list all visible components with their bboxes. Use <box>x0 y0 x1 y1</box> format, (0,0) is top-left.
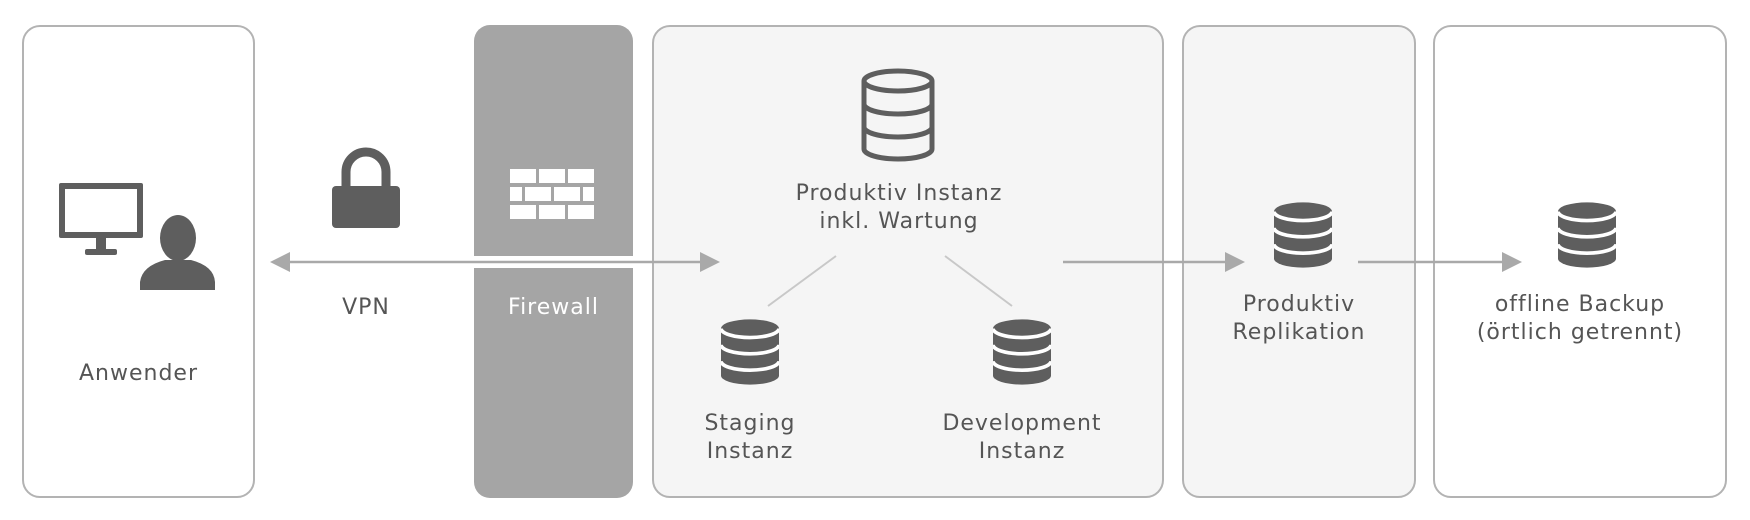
backup-label-line1: offline Backup <box>1494 292 1666 317</box>
monitor-icon <box>59 183 143 255</box>
staging-label: Staging Instanz <box>650 410 850 466</box>
production-label: Produktiv Instanz inkl. Wartung <box>652 180 1146 236</box>
production-label-line1: Produktiv Instanz <box>795 181 1003 206</box>
development-label-line1: Development <box>942 411 1102 436</box>
brick-wall-icon <box>510 169 594 219</box>
development-label: Development Instanz <box>922 410 1122 466</box>
production-label-line2: inkl. Wartung <box>819 209 979 234</box>
user-panel <box>22 25 255 498</box>
connector-development <box>944 255 1013 307</box>
staging-label-line1: Staging <box>704 411 796 436</box>
person-icon <box>140 215 215 290</box>
replication-label-line1: Produktiv <box>1242 292 1356 317</box>
database-icon-development <box>993 317 1051 387</box>
database-icon-staging <box>721 317 779 387</box>
backup-label-line2: (örtlich getrennt) <box>1476 320 1684 345</box>
vpn-label: VPN <box>342 295 390 320</box>
replication-arrow <box>1063 252 1245 272</box>
replication-label-line2: Replikation <box>1232 320 1366 345</box>
vpn-arrow <box>270 252 720 272</box>
staging-label-line2: Instanz <box>706 439 794 464</box>
replication-label: Produktiv Replikation <box>1182 291 1416 347</box>
database-icon-backup <box>1558 200 1616 270</box>
connector-staging <box>767 255 837 307</box>
database-icon-replication <box>1274 200 1332 270</box>
backup-label: offline Backup (örtlich getrennt) <box>1433 291 1727 347</box>
development-label-line2: Instanz <box>978 439 1066 464</box>
lock-icon <box>332 147 400 228</box>
database-outline-icon <box>861 68 935 162</box>
user-label: Anwender <box>78 361 198 386</box>
backup-arrow <box>1358 252 1522 272</box>
firewall-label: Firewall <box>508 295 599 320</box>
